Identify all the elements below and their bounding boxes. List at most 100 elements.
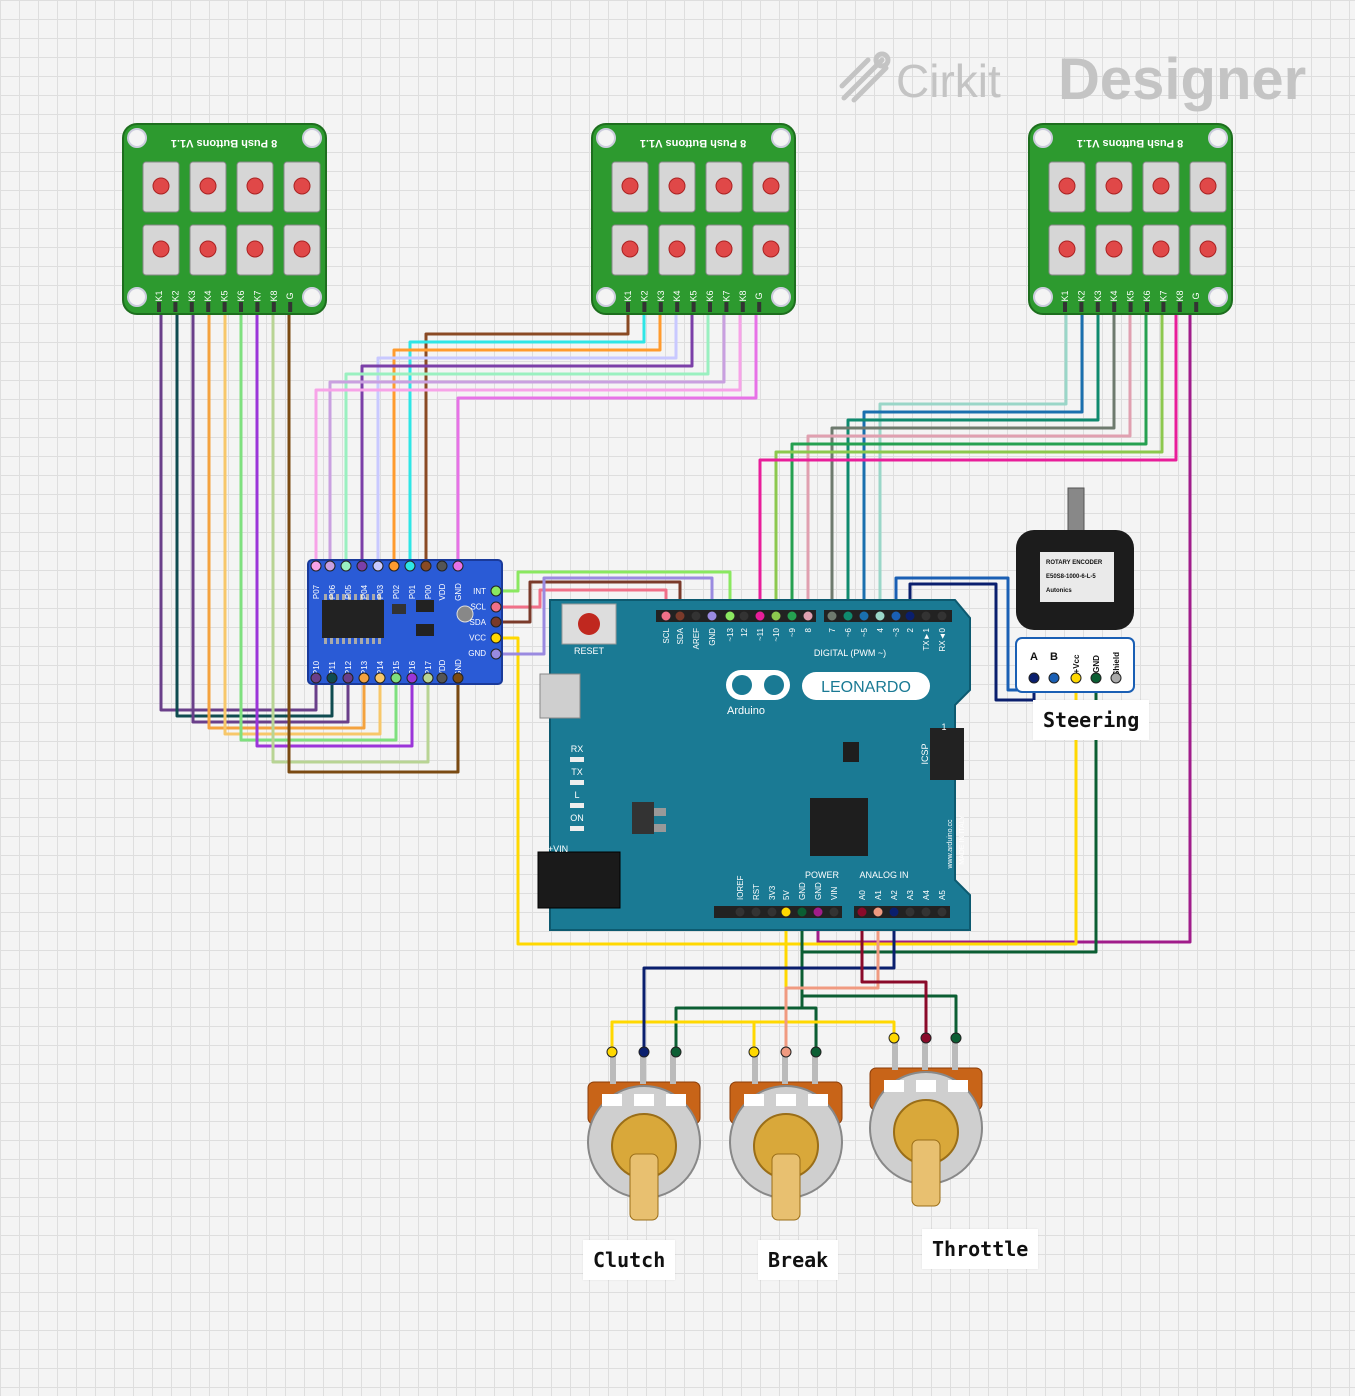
wire-gnd <box>494 576 714 656</box>
reset-cap <box>578 613 600 635</box>
expander-top-pin <box>356 560 368 572</box>
component <box>416 624 434 636</box>
keypad-pin-label: K8 <box>269 290 279 301</box>
encoder-pin <box>1090 672 1102 684</box>
arduino-digital-pin <box>690 610 702 622</box>
digital-pin-label: ~5 <box>860 627 869 637</box>
mount-hole <box>596 287 616 307</box>
icsp-pin-one: 1 <box>941 722 946 732</box>
wire-keypad1-k7 <box>255 308 414 748</box>
button-cap <box>621 240 639 258</box>
mcu-chip <box>810 798 868 856</box>
expander-side-pin-label: GND <box>468 649 486 658</box>
icsp-header <box>930 728 964 780</box>
keypad-board <box>122 123 327 315</box>
pin-header <box>691 302 696 312</box>
wire-keypad3-k1 <box>878 308 1068 616</box>
pin-header <box>206 302 211 312</box>
arduino-power-pin <box>812 906 824 918</box>
expander-top-pin-label: P07 <box>312 584 321 599</box>
button-cap <box>1058 240 1076 258</box>
power-jack <box>537 851 621 909</box>
button-cap <box>1105 177 1123 195</box>
expander-bottom-pin <box>374 672 386 684</box>
mount-hole <box>302 287 322 307</box>
arduino-digital-pin <box>754 610 766 622</box>
pot-marking <box>884 1080 904 1092</box>
pin-header <box>626 302 630 312</box>
pin-header <box>157 302 161 312</box>
keypad-pin-label: K8 <box>1175 290 1185 301</box>
expander-side-pin <box>490 585 502 597</box>
wire-keypad2-k7 <box>328 308 726 568</box>
wire-keypad3-k8 <box>758 308 1178 616</box>
digital-pin-label: AREF <box>692 628 701 649</box>
arduino-digital-pin <box>802 610 814 622</box>
pin-header <box>1194 302 1199 312</box>
mount-hole <box>127 287 147 307</box>
button-cap <box>246 240 264 258</box>
regulator <box>632 802 654 834</box>
expander-side-pin <box>490 616 502 628</box>
pin-header <box>757 302 762 312</box>
arduino-digital-pin <box>890 610 902 622</box>
wire-keypad3-k7 <box>774 308 1164 616</box>
chip-leg <box>366 638 369 644</box>
header-power <box>714 906 842 918</box>
usb-port <box>539 673 581 719</box>
keypad-pin-label: G <box>1191 292 1201 299</box>
button-cap <box>293 177 311 195</box>
pot-leg <box>610 1054 616 1084</box>
pin-header <box>1112 302 1117 312</box>
power-pin-label: GND <box>798 882 807 900</box>
wire-pot2-vcc <box>752 1020 788 1052</box>
expander-bottom-pin-label: P11 <box>328 661 337 675</box>
arduino-digital-pin <box>936 610 948 622</box>
brand-product: Designer <box>1058 47 1307 112</box>
arduino-power-pin <box>734 906 746 918</box>
digital-pin-label: ~6 <box>844 627 853 637</box>
arduino-digital-pin <box>674 610 686 622</box>
button-cap <box>152 177 170 195</box>
expander-bottom-pin <box>358 672 370 684</box>
chip-leg <box>330 594 333 600</box>
pin-header <box>173 302 178 312</box>
led-label: TX <box>571 767 583 777</box>
mount-hole <box>1033 287 1053 307</box>
button-cap <box>246 177 264 195</box>
pin-header <box>675 302 680 312</box>
encoder-pin-label: +Vcc <box>1072 654 1081 673</box>
wire-enc-vcc <box>784 676 1078 946</box>
keypad-pin-label: K2 <box>170 290 180 301</box>
expander-side-pin-label: SCL <box>470 603 486 612</box>
pot-shaft <box>771 1153 801 1221</box>
pot-leg <box>640 1054 646 1084</box>
arduino-power-pin <box>780 906 792 918</box>
keypad-pin-label: K3 <box>187 290 197 301</box>
header-right <box>824 610 952 622</box>
pin-header <box>1128 302 1133 312</box>
pin-header <box>1079 302 1084 312</box>
keypad-pin-label: G <box>754 292 764 299</box>
pot-pin <box>810 1046 822 1058</box>
arduino-analog-pin <box>888 906 900 918</box>
chip-leg <box>342 638 345 644</box>
digital-pin-label: 7 <box>828 627 837 632</box>
keypad-pin-label: K7 <box>252 290 262 301</box>
wire-keypad1-k3 <box>191 308 350 724</box>
expander-top-pin <box>340 560 352 572</box>
mount-hole <box>302 128 322 148</box>
wire-pot2-gnd <box>800 1006 818 1054</box>
pin-header <box>288 302 293 312</box>
chip-leg <box>366 594 369 600</box>
expander-bottom-pin-label: P12 <box>344 660 353 675</box>
encoder-pin <box>1048 672 1060 684</box>
header-analog <box>854 906 950 918</box>
wire-keypad2-k2 <box>408 308 646 568</box>
pin-header <box>1095 302 1100 312</box>
chip-leg <box>336 594 339 600</box>
mount-hole <box>1208 128 1228 148</box>
expander-top-pin <box>372 560 384 572</box>
icsp-label: ICSP <box>920 743 930 764</box>
expander-top-pin <box>420 560 432 572</box>
